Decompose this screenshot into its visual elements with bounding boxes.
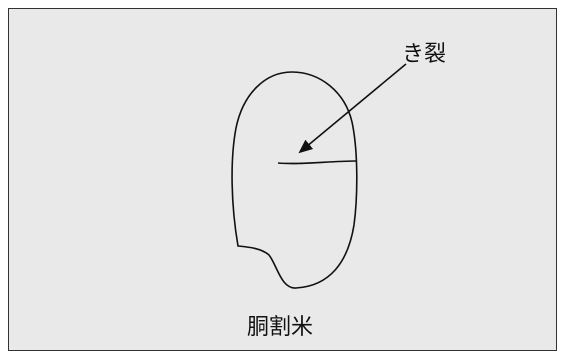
crack-line xyxy=(277,160,357,165)
crack-label: き裂 xyxy=(402,42,447,67)
arrow-line xyxy=(298,63,407,154)
diagram-panel xyxy=(8,8,557,351)
rice-grain-outline xyxy=(231,71,358,289)
figure-caption: 胴割米 xyxy=(247,315,314,340)
